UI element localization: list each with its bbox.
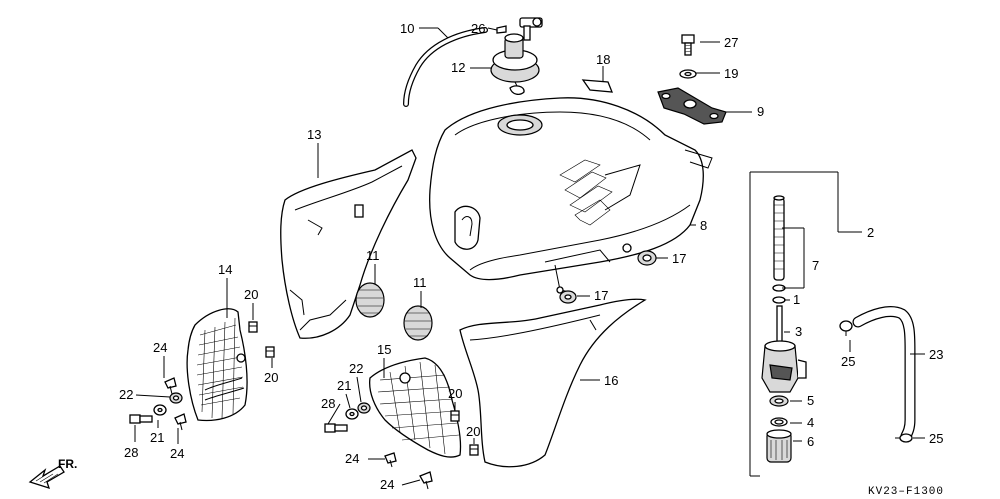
sediment-cup-6: [766, 429, 792, 463]
callout-28b: 28: [321, 396, 335, 411]
callout-16: 16: [604, 373, 618, 388]
diagram-code: KV23–F1300: [868, 486, 944, 498]
fuel-valve-assembly-box: [749, 171, 839, 477]
cushion-11a: [355, 282, 385, 318]
bracket-9: [657, 87, 727, 125]
clip-20c: [450, 410, 460, 422]
callout-6: 6: [807, 434, 814, 449]
callout-4: 4: [807, 415, 814, 430]
screw-24b: [174, 413, 187, 431]
fuel-valve-body: [761, 340, 807, 393]
callout-10: 10: [400, 21, 414, 36]
filler-cap: [490, 33, 540, 95]
callout-18: 18: [596, 52, 610, 67]
bolt-28a: [129, 414, 153, 424]
screw-24c: [384, 452, 397, 468]
fuel-tank: [429, 97, 713, 294]
callout-19: 19: [724, 66, 738, 81]
bolt-27: [681, 34, 695, 56]
callout-24c: 24: [345, 451, 359, 466]
callout-20c: 20: [448, 386, 462, 401]
callout-25b: 25: [929, 431, 943, 446]
callout-11a: 11: [366, 248, 380, 263]
callout-20a: 20: [244, 287, 258, 302]
collar-17a: [637, 250, 657, 266]
callout-21a: 21: [150, 430, 164, 445]
washer-19: [679, 69, 697, 79]
front-label: FR.: [58, 457, 77, 471]
front-direction-arrow: [28, 465, 65, 490]
callout-8: 8: [700, 218, 707, 233]
clip-20b: [265, 346, 275, 358]
bolt-28b: [324, 423, 348, 433]
callout-21b: 21: [337, 378, 351, 393]
tube-clip-25b: [895, 433, 913, 443]
callout-9: 9: [757, 104, 764, 119]
callout-11b: 11: [413, 275, 427, 290]
callout-20d: 20: [466, 424, 480, 439]
callout-24a: 24: [153, 340, 167, 355]
callout-24b: 24: [170, 446, 184, 461]
callout-25a: 25: [841, 354, 855, 369]
shroud-grille-14: [186, 308, 248, 422]
clip-26: [496, 25, 507, 34]
callout-17a: 17: [672, 251, 686, 266]
tube-clip-25a: [839, 320, 853, 336]
tank-emblem-18: [581, 79, 613, 93]
fuel-pipe-3: [776, 305, 783, 345]
callout-27: 27: [724, 35, 738, 50]
callout-23: 23: [929, 347, 943, 362]
callout-3: 3: [795, 324, 802, 339]
callout-26: 26: [471, 21, 485, 36]
clip-20a: [248, 321, 258, 333]
callout-15: 15: [377, 342, 391, 357]
key: [519, 17, 543, 41]
callout-22b: 22: [349, 361, 363, 376]
grommet-22b: [357, 402, 371, 414]
side-cover-16: [459, 298, 647, 468]
callout-5: 5: [807, 393, 814, 408]
callout-2: 2: [867, 225, 874, 240]
radiator-shroud-13: [280, 149, 417, 339]
callout-numbers: 10 26 12 18 27 19 9 13 8 11 11 17 17 14 …: [119, 21, 943, 492]
callout-28a: 28: [124, 445, 138, 460]
callout-13: 13: [307, 127, 321, 142]
callout-22a: 22: [119, 387, 133, 402]
collar-17b: [559, 290, 577, 304]
cushion-11b: [403, 305, 433, 341]
grille-15: [369, 357, 462, 458]
callout-20b: 20: [264, 370, 278, 385]
callout-24d: 24: [380, 477, 394, 492]
fuel-strainer-7: [772, 195, 786, 304]
screw-24a: [164, 377, 177, 395]
leader-lines: [134, 27, 925, 486]
callout-12: 12: [451, 60, 465, 75]
o-ring-4: [770, 417, 788, 427]
collar-21a: [153, 404, 167, 416]
collar-21b: [345, 408, 359, 420]
o-ring-5: [769, 395, 789, 407]
callout-14: 14: [218, 262, 232, 277]
grommet-22a: [169, 392, 183, 404]
screw-24d: [419, 471, 433, 490]
callout-17b: 17: [594, 288, 608, 303]
clip-20d: [469, 444, 479, 456]
fuel-tube-23: [852, 306, 916, 442]
breather-tube: [403, 27, 488, 107]
callout-7: 7: [812, 258, 819, 273]
callout-1: 1: [793, 292, 800, 307]
